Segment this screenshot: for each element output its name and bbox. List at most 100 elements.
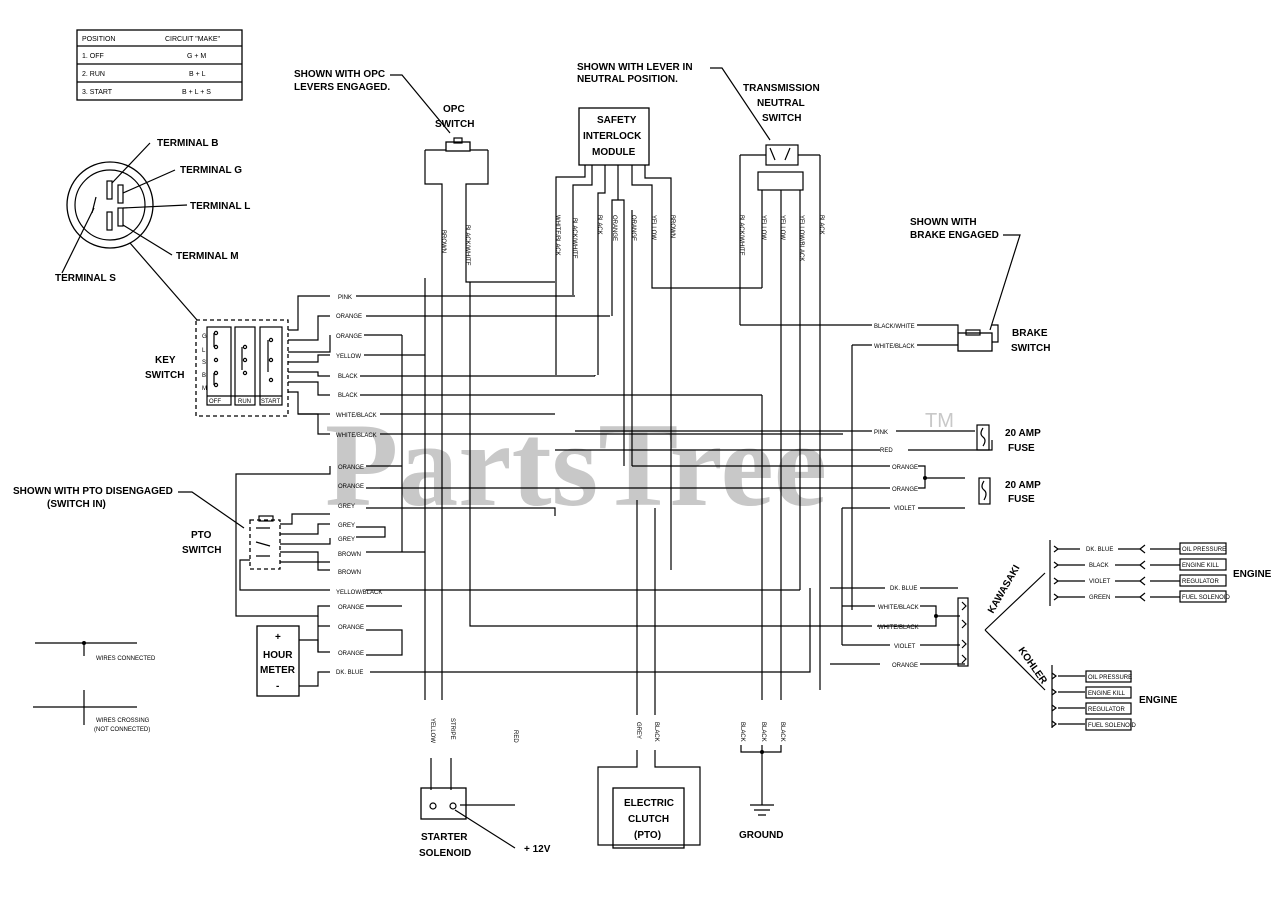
hour-meter-label: METER xyxy=(260,665,296,676)
wire-label: WHITE/BLACK xyxy=(878,605,919,611)
wire-label: DK. BLUE xyxy=(336,670,363,676)
wire-label: ORANGE xyxy=(338,651,364,657)
kohler-engine-label: ENGINE xyxy=(1139,695,1178,706)
key-harness: PINK ORANGE ORANGE YELLOW BLACK BLACK WH… xyxy=(288,295,843,439)
wire-label: BLACK xyxy=(653,722,659,742)
engine-item: FUEL SOLENOID xyxy=(1182,595,1230,601)
pto-label: PTO xyxy=(191,530,212,541)
clutch-label: CLUTCH xyxy=(628,814,669,825)
tns-note: NEUTRAL POSITION. xyxy=(577,74,678,85)
legend-connected: WIRES CONNECTED xyxy=(96,656,156,662)
wire-label: BLACK xyxy=(739,722,745,742)
opc-switch: SHOWN WITH OPC LEVERS ENGAGED. OPC SWITC… xyxy=(294,69,555,283)
wire-label: YELLOW xyxy=(650,215,656,240)
fuse1-label: 20 AMP xyxy=(1005,428,1041,439)
key-pos-run: RUN xyxy=(238,399,251,405)
key-switch: G L S B M OFF RUN START KEY SWITCH xyxy=(145,319,289,417)
wire-label: WHITE/BLACK xyxy=(336,413,377,419)
wire-label: BROWN xyxy=(669,215,675,238)
legend-crossing: WIRES CROSSING xyxy=(96,718,150,724)
clutch-label: (PTO) xyxy=(634,830,661,841)
wire-label: GREY xyxy=(635,722,641,739)
wire-label: WHITE/BLACK xyxy=(336,433,377,439)
ground: BLACK BLACK BLACK GROUND xyxy=(739,722,785,841)
terminal-g-label: TERMINAL G xyxy=(180,165,242,176)
wire-label: DK. BLUE xyxy=(890,586,917,592)
wire-label: YELLOW xyxy=(429,718,435,743)
wire-label: ORANGE xyxy=(892,663,918,669)
wire-label: ORANGE xyxy=(338,625,364,631)
starter-label: STARTER xyxy=(421,832,468,843)
brake-label: BRAKE xyxy=(1012,328,1048,339)
wire-label: ORANGE xyxy=(611,215,617,241)
fuse1-label: FUSE xyxy=(1008,443,1035,454)
engine-item: REGULATOR xyxy=(1182,579,1219,585)
wire-label: ORANGE xyxy=(338,605,364,611)
fuse2-label: FUSE xyxy=(1008,494,1035,505)
plus-12v-label: + 12V xyxy=(524,844,551,855)
engine-item: ENGINE KILL xyxy=(1088,691,1126,697)
opc-label: OPC xyxy=(443,104,465,115)
pto-label: SWITCH xyxy=(182,545,221,556)
pto-note: (SWITCH IN) xyxy=(47,499,106,510)
wire-label: GREY xyxy=(338,504,355,510)
wire-label: WHITE/BLACK xyxy=(554,215,560,256)
wire-label: ORANGE xyxy=(338,465,364,471)
key-pin-g: G xyxy=(202,334,207,340)
electric-clutch: GREY BLACK ELECTRIC CLUTCH (PTO) xyxy=(597,722,701,849)
starter-red: RED xyxy=(512,730,518,743)
engine-item: OIL PRESSURE xyxy=(1088,675,1132,681)
wire-label: ORANGE xyxy=(336,334,362,340)
opc-note: LEVERS ENGAGED. xyxy=(294,82,390,93)
hour-meter-minus: - xyxy=(276,681,279,692)
tns-label: SWITCH xyxy=(762,113,801,124)
key-switch-label: SWITCH xyxy=(145,370,184,381)
wire-label: PINK xyxy=(874,430,888,436)
kawasaki-engine: KAWASAKI DK. BLUE BLACK VIOLET GREEN OIL… xyxy=(986,540,1272,616)
wire-label: GREEN xyxy=(1089,595,1110,601)
engine-item: FUEL SOLENOID xyxy=(1088,723,1136,729)
wire-label: BROWN xyxy=(338,552,361,558)
kawasaki-label: KAWASAKI xyxy=(986,563,1023,615)
engine-item: ENGINE KILL xyxy=(1182,563,1220,569)
wire-label: BLACK/WHITE xyxy=(464,225,470,266)
wire-label: GREY xyxy=(338,537,355,543)
wire-label: YELLOW xyxy=(760,215,766,240)
wire-label: PINK xyxy=(338,295,352,301)
wire-label: BLACK xyxy=(338,393,358,399)
brake-label: SWITCH xyxy=(1011,343,1050,354)
tns-note: SHOWN WITH LEVER IN xyxy=(577,62,693,73)
wire-label: WHITE/BLACK xyxy=(878,625,919,631)
wire-label: ORANGE xyxy=(892,487,918,493)
engine-item: OIL PRESSURE xyxy=(1182,547,1226,553)
wire-label: YELLOW/BLACK xyxy=(336,590,382,596)
key-pos-off: OFF xyxy=(209,399,221,405)
pto-switch: SHOWN WITH PTO DISENGAGED (SWITCH IN) PT… xyxy=(13,335,800,676)
ground-label: GROUND xyxy=(739,830,783,841)
starter-label: SOLENOID xyxy=(419,848,471,859)
wire-label: BROWN xyxy=(338,570,361,576)
table-header-position: POSITION xyxy=(82,36,115,43)
wire-label: WHITE/BLACK xyxy=(874,344,915,350)
watermark-tm: TM xyxy=(925,410,954,432)
key-pin-s: S xyxy=(202,360,206,366)
starter-solenoid: YELLOW STRIPE RED STARTER SOLENOID + 12V xyxy=(419,718,551,859)
terminal-l-label: TERMINAL L xyxy=(190,201,250,212)
key-switch-face: TERMINAL B TERMINAL G TERMINAL L TERMINA… xyxy=(55,138,250,321)
opc-label: SWITCH xyxy=(435,119,474,130)
terminal-b-label: TERMINAL B xyxy=(157,138,218,149)
wire-label: YELLOW xyxy=(779,215,785,240)
table-cell: B + L + S xyxy=(182,89,211,96)
clutch-label: ELECTRIC xyxy=(624,798,674,809)
wire-label: BLACK xyxy=(779,722,785,742)
table-cell: 2. RUN xyxy=(82,71,105,78)
wire-label: BLACK xyxy=(818,215,824,235)
pto-note: SHOWN WITH PTO DISENGAGED xyxy=(13,486,173,497)
sim-label: INTERLOCK xyxy=(583,131,642,142)
opc-note: SHOWN WITH OPC xyxy=(294,69,385,80)
key-pos-start: START xyxy=(261,399,280,405)
harness-verticals xyxy=(424,278,872,715)
brake-note: BRAKE ENGAGED xyxy=(910,230,999,241)
wire-label: GREY xyxy=(338,523,355,529)
